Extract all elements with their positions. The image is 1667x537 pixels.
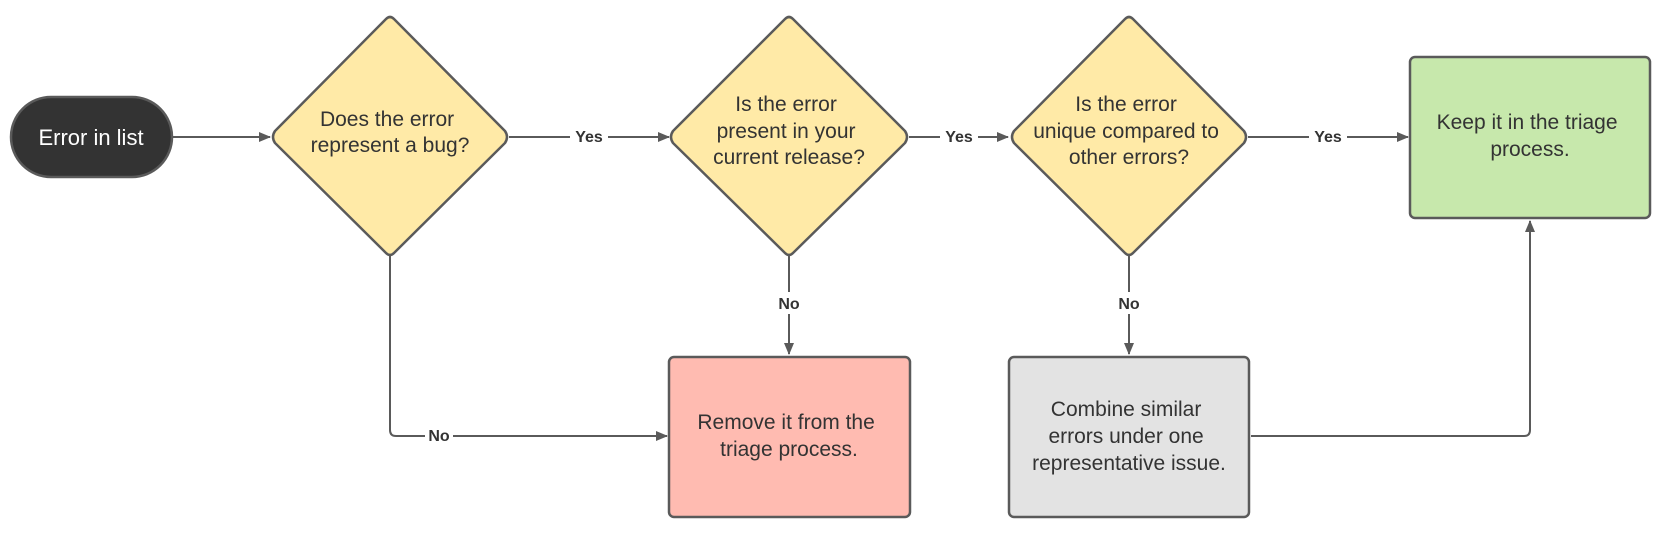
decision-in-current-release: Is the error present in your current rel… bbox=[669, 15, 909, 257]
edges: Yes Yes Yes No No No bbox=[172, 126, 1535, 447]
edge-label-release-yes: Yes bbox=[945, 129, 973, 146]
edge-bug-no bbox=[389, 256, 668, 441]
edge-label-unique-yes: Yes bbox=[1314, 129, 1342, 146]
combine-errors-label: Combine similar errors under one represe… bbox=[1032, 398, 1226, 475]
start-node-label: Error in list bbox=[38, 125, 143, 150]
keep-in-triage-box: Keep it in the triage process. bbox=[1408, 55, 1652, 220]
decision-unique-error-label: Is the error unique compared to other er… bbox=[1033, 93, 1224, 169]
edge-label-bug-no: No bbox=[428, 428, 450, 445]
remove-from-triage-box: Remove it from the triage process. bbox=[667, 355, 912, 519]
edge-label-unique-no: No bbox=[1118, 296, 1140, 313]
remove-from-triage-label: Remove it from the triage process. bbox=[697, 411, 880, 461]
edge-label-bug-yes: Yes bbox=[575, 129, 603, 146]
combine-errors-box: Combine similar errors under one represe… bbox=[1007, 355, 1251, 519]
decision-in-current-release-label: Is the error present in your current rel… bbox=[713, 93, 865, 169]
decision-represents-bug-label: Does the error represent a bug? bbox=[311, 108, 470, 157]
decision-unique-error: Is the error unique compared to other er… bbox=[1010, 15, 1248, 257]
edge-combine-to-keep bbox=[1251, 220, 1535, 437]
decision-represents-bug: Does the error represent a bug? bbox=[271, 15, 509, 257]
nodes: Error in list Does the error represent a… bbox=[9, 15, 1652, 519]
start-node: Error in list bbox=[9, 95, 174, 179]
edge-label-release-no: No bbox=[778, 296, 800, 313]
keep-in-triage-label: Keep it in the triage process. bbox=[1437, 111, 1624, 161]
